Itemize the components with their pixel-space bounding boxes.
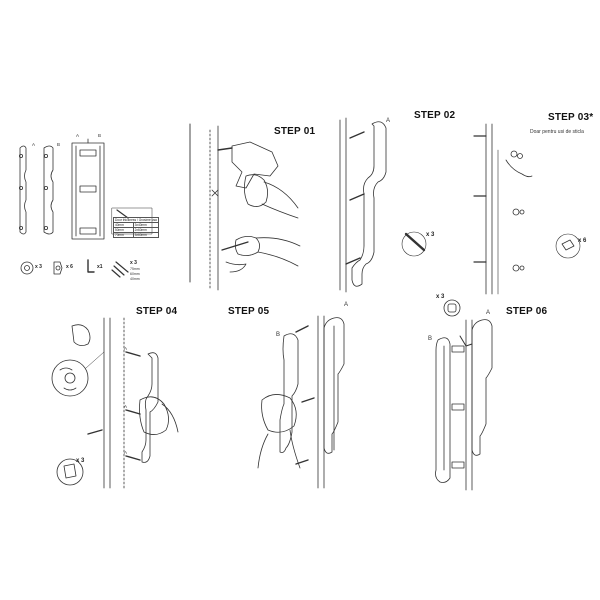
step-04-label-a-mid: A xyxy=(124,404,128,409)
step-05-label-b: B xyxy=(276,332,281,338)
step-06-cap-count: x 3 xyxy=(436,294,445,300)
step-02-label-a: A xyxy=(386,118,391,124)
drill-icon xyxy=(231,141,279,189)
screws-icon xyxy=(111,261,129,278)
cap-small-icon xyxy=(443,299,461,317)
step-05-drawing xyxy=(257,315,345,489)
allen-key-icon xyxy=(87,259,95,273)
step-06-title: STEP 06 xyxy=(506,306,548,317)
table-cell: 3x60mm xyxy=(132,232,159,238)
frame-label-b: B xyxy=(98,133,102,138)
screw-count: x 3 xyxy=(130,260,137,266)
step-02-drawing xyxy=(339,117,427,293)
insert-count: x 6 xyxy=(66,264,73,270)
parts-overview xyxy=(18,138,153,278)
screw-length-2: 60mm xyxy=(130,272,140,276)
step-01-title: STEP 01 xyxy=(274,126,316,137)
frame-label-a: A xyxy=(76,133,80,138)
step-04-label-a: A xyxy=(124,346,128,351)
handle-b-installed xyxy=(279,333,299,453)
step-02-title: STEP 02 xyxy=(414,110,456,121)
handle-b-drawing xyxy=(43,145,54,235)
screw-length-1: 75mm xyxy=(130,267,140,271)
step-05-title: STEP 05 xyxy=(228,306,270,317)
cap-part-icon xyxy=(20,261,34,275)
step-03-title: STEP 03* xyxy=(548,112,594,123)
insert-part-icon xyxy=(55,265,61,271)
step-04-title: STEP 04 xyxy=(136,306,178,317)
insert-icon xyxy=(56,458,84,486)
allen-key-count: x1 xyxy=(97,264,103,270)
table-cell: 70mm xyxy=(113,232,134,238)
step-06-drawing xyxy=(435,299,493,491)
handle-a-drawing xyxy=(19,145,27,235)
part-label-b: B xyxy=(57,142,61,147)
cap-count: x 3 xyxy=(35,264,42,270)
step-03-drawing xyxy=(473,123,581,295)
dimension-frame xyxy=(71,142,105,240)
handle-a-installed xyxy=(351,121,387,287)
step-01-drawing xyxy=(209,125,301,291)
step-05-label-a: A xyxy=(344,302,349,308)
detail-zoom-icon xyxy=(51,359,89,397)
step-04-drawing xyxy=(51,317,179,489)
part-label-a: A xyxy=(32,142,36,147)
step-04-insert-count: x 3 xyxy=(76,458,85,464)
step-06-label-b: B xyxy=(428,336,433,342)
step-02-screw-count: x 3 xyxy=(426,232,435,238)
screw-length-3: 40mm xyxy=(130,277,140,281)
cap-icon xyxy=(555,233,581,259)
screw-icon xyxy=(404,232,426,252)
step-06-label-a: A xyxy=(486,310,491,316)
step-03-note: Doar pentru usi de sticla xyxy=(530,129,584,135)
step-03-cap-count: x 6 xyxy=(578,238,587,244)
step-04-label-a-low: A xyxy=(124,450,128,455)
table-header: Door thickness / Grosime usa xyxy=(113,217,159,223)
